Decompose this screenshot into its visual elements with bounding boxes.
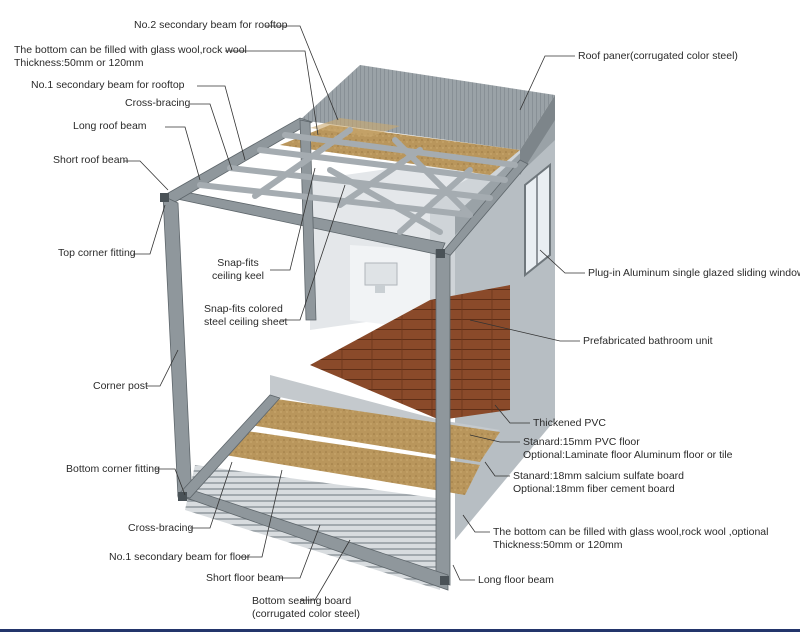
bathroom-unit [350, 245, 430, 330]
label-standard-floor-line1: Stanard:15mm PVC floor [523, 436, 640, 448]
label-calcium-board-line1: Stanard:18mm salcium sulfate board [513, 470, 684, 482]
label-long-roof-beam: Long roof beam [73, 120, 147, 132]
label-bottom-fill-line2: Thickness:50mm or 120mm [493, 539, 623, 551]
label-sliding-window: Plug-in Aluminum single glazed sliding w… [588, 267, 800, 279]
label-no2-secondary-beam-rooftop: No.2 secondary beam for rooftop [134, 19, 288, 31]
ceiling-keel [197, 127, 518, 235]
corner-fittings [160, 193, 449, 585]
label-bottom-fill-line1: The bottom can be filled with glass wool… [493, 526, 769, 538]
label-short-floor-beam: Short floor beam [206, 572, 284, 584]
label-long-floor-beam: Long floor beam [478, 574, 554, 586]
label-top-corner-fitting: Top corner fitting [58, 247, 136, 259]
label-no1-secondary-beam-rooftop: No.1 secondary beam for rooftop [31, 79, 185, 91]
label-corner-post: Corner post [93, 380, 148, 392]
label-snap-fits-colored-line2: steel ceiling sheet [204, 316, 288, 328]
label-snap-fits-ceiling-keel-line2: ceiling keel [212, 270, 264, 282]
leader-lines [124, 25, 585, 601]
steel-frame [161, 117, 529, 591]
label-roof-panel: Roof paner(corrugated color steel) [578, 50, 738, 62]
label-bottom-sealing-line1: Bottom sealing board [252, 595, 352, 607]
roof-panel [300, 65, 555, 175]
label-bottom-corner-fitting: Bottom corner fitting [66, 463, 160, 475]
label-snap-fits-ceiling-keel-line1: Snap-fits [217, 257, 259, 269]
label-snap-fits-colored-line1: Snap-fits colored [204, 303, 283, 315]
label-bottom-sealing-line2: (corrugated color steel) [252, 608, 360, 620]
label-bathroom-unit: Prefabricated bathroom unit [583, 335, 713, 347]
label-cross-bracing-top: Cross-bracing [125, 97, 191, 109]
label-calcium-board-line2: Optional:18mm fiber cement board [513, 483, 675, 495]
bottom-rule [0, 629, 800, 632]
label-cross-bracing-bottom: Cross-bracing [128, 522, 194, 534]
wood-floor [310, 285, 510, 420]
label-thickened-pvc: Thickened PVC [533, 417, 606, 429]
label-standard-floor-line2: Optional:Laminate floor Aluminum floor o… [523, 449, 733, 461]
label-bottom-fill-top-line1: The bottom can be filled with glass wool… [14, 44, 247, 56]
label-bottom-fill-top-line2: Thickness:50mm or 120mm [14, 57, 144, 69]
label-no1-secondary-beam-floor: No.1 secondary beam for floor [109, 551, 251, 563]
sliding-window [524, 162, 551, 278]
label-short-roof-beam: Short roof beam [53, 154, 129, 166]
